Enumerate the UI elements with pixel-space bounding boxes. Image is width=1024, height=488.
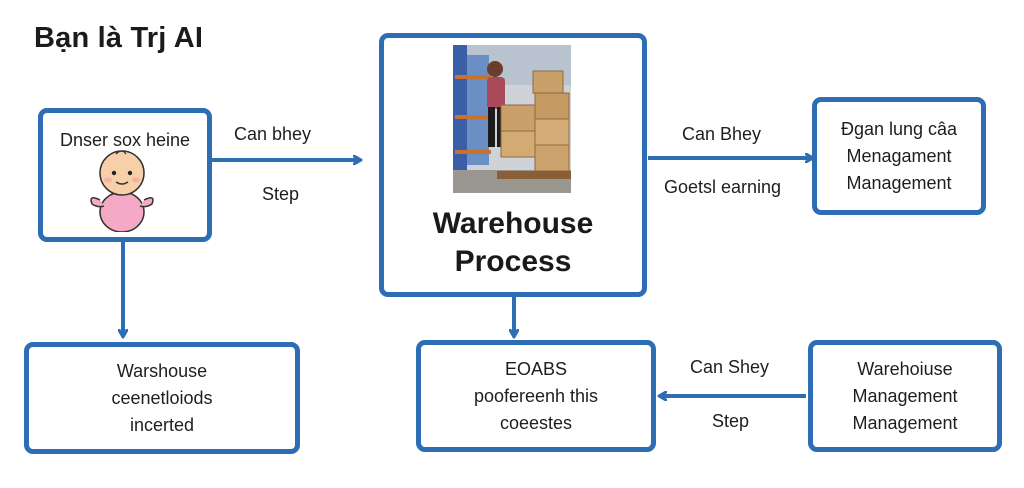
node-top-right-line1: Đgan lung câa (840, 118, 958, 139)
node-start-label: Dnser sox heine (59, 130, 191, 150)
node-process-title-line1: Warehouse (432, 207, 594, 240)
node-bottom-right: Warehoiuse Management Management (808, 340, 1002, 452)
node-top-right-line2: Menagament (846, 145, 952, 166)
warehouse-worker-photo (453, 45, 571, 193)
node-process-title-line2: Process (454, 245, 572, 278)
node-bottom-right-line2: Management (852, 385, 958, 406)
node-bottom-right-line1: Warehoiuse (857, 358, 953, 379)
node-bottom-mid-line2: poofereenh this (473, 385, 599, 406)
edge-label-start-process-bottom: Step (262, 184, 300, 204)
edge-label-start-process-top: Can bhey (234, 124, 312, 144)
edge-label-process-topright-bottom: Goetsl earning (664, 177, 782, 197)
node-top-right: Đgan lung câa Menagament Management (812, 97, 986, 215)
baby-icon (90, 150, 154, 232)
edge-label-bottomright-bottommid-top: Can Shey (690, 357, 770, 377)
node-bottom-left-line1: Warshouse (116, 360, 208, 381)
node-bottom-left-line3: incerted (129, 414, 195, 435)
page-title: Bạn là Trj AI (34, 22, 204, 54)
node-bottom-mid: EOABS poofereenh this coeestes (416, 340, 656, 452)
edge-label-process-topright-top: Can Bhey (682, 124, 762, 144)
node-top-right-line3: Management (846, 172, 952, 193)
edge-label-bottomright-bottommid-bottom: Step (712, 411, 750, 431)
node-bottom-left-line2: ceenetloiods (111, 387, 213, 408)
node-bottom-right-line3: Management (852, 412, 958, 433)
node-bottom-mid-line1: EOABS (504, 358, 568, 379)
node-bottom-left: Warshouse ceenetloiods incerted (24, 342, 300, 454)
node-process-title: Warehouse Process (384, 205, 642, 281)
node-bottom-mid-line3: coeestes (499, 412, 573, 433)
